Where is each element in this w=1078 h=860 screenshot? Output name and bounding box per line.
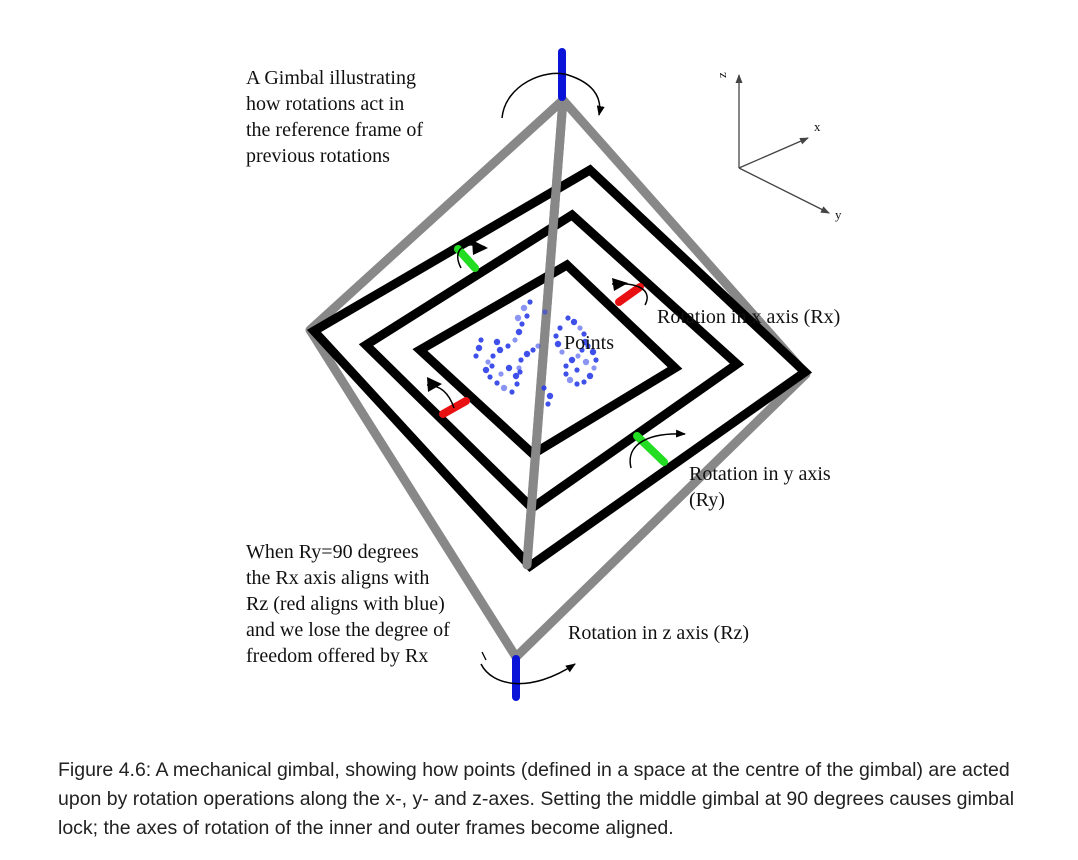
data-point bbox=[586, 372, 594, 380]
data-point bbox=[512, 372, 520, 380]
data-point bbox=[574, 381, 580, 387]
data-point bbox=[579, 347, 585, 353]
data-point bbox=[524, 313, 530, 319]
z-axis-label: z bbox=[714, 72, 729, 78]
x-axle-right bbox=[615, 283, 644, 306]
data-point bbox=[585, 343, 591, 349]
x-axis-line bbox=[738, 137, 809, 169]
data-point bbox=[535, 343, 541, 349]
data-point bbox=[582, 358, 590, 366]
ry-label-line: Rotation in y axis bbox=[689, 463, 831, 485]
data-point bbox=[591, 365, 597, 371]
y-axle-top bbox=[454, 245, 479, 272]
data-point bbox=[542, 309, 548, 315]
data-point bbox=[523, 350, 531, 358]
ry-bottom-arrow bbox=[629, 429, 686, 469]
lock-line: When Ry=90 degrees bbox=[246, 541, 419, 563]
data-point bbox=[489, 363, 495, 369]
data-point bbox=[473, 353, 479, 359]
lock-line: Rz (red aligns with blue) bbox=[246, 593, 445, 615]
data-point bbox=[554, 340, 562, 348]
data-point bbox=[505, 343, 511, 349]
data-point bbox=[485, 359, 491, 365]
data-point bbox=[581, 338, 589, 346]
data-point bbox=[515, 328, 523, 336]
data-point bbox=[545, 401, 551, 407]
data-point bbox=[490, 353, 496, 359]
intro-line: previous rotations bbox=[246, 145, 390, 167]
middle-gimbal-frames bbox=[306, 164, 813, 572]
data-point bbox=[557, 325, 563, 331]
lock-line: freedom offered by Rx bbox=[246, 645, 428, 667]
data-point bbox=[496, 346, 504, 354]
data-point bbox=[520, 304, 528, 312]
data-point bbox=[570, 318, 578, 326]
data-point bbox=[494, 380, 500, 386]
data-point bbox=[514, 381, 520, 387]
data-point bbox=[478, 337, 484, 343]
data-point bbox=[577, 325, 583, 331]
intro-line: the reference frame of bbox=[246, 119, 423, 141]
axes-reference bbox=[735, 74, 830, 214]
data-point bbox=[505, 364, 513, 372]
lock-line: the Rx axis aligns with bbox=[246, 567, 429, 589]
data-point bbox=[574, 367, 580, 373]
data-point bbox=[493, 338, 501, 346]
ry-top-arrowhead bbox=[472, 240, 488, 255]
rz-top-arrow bbox=[501, 72, 605, 119]
data-point bbox=[530, 347, 536, 353]
data-point bbox=[516, 365, 522, 371]
data-point bbox=[498, 371, 504, 377]
gimbal-lock-note: When Ry=90 degrees the Rx axis aligns wi… bbox=[246, 541, 455, 667]
lock-pointer-stroke bbox=[481, 651, 487, 661]
data-point bbox=[589, 348, 597, 356]
data-point bbox=[482, 366, 490, 374]
data-point bbox=[593, 357, 599, 363]
y-axis-line bbox=[738, 167, 830, 214]
outer-frame-strut bbox=[522, 95, 568, 570]
data-point bbox=[514, 314, 522, 322]
rx-label: Rotation in x axis (Rx) bbox=[657, 306, 840, 328]
data-point bbox=[519, 321, 525, 327]
data-point bbox=[487, 374, 493, 380]
data-point bbox=[475, 344, 483, 352]
data-point bbox=[517, 369, 523, 375]
data-point bbox=[563, 363, 569, 369]
data-point bbox=[500, 384, 508, 392]
y-axis-label: y bbox=[835, 207, 842, 222]
data-point bbox=[527, 299, 533, 305]
data-point bbox=[509, 389, 515, 395]
data-point bbox=[546, 392, 554, 400]
data-point bbox=[581, 379, 587, 385]
data-point bbox=[566, 376, 574, 384]
data-point bbox=[512, 337, 518, 343]
data-point bbox=[518, 357, 524, 363]
intro-line: how rotations act in bbox=[246, 93, 404, 115]
ry-label-line: (Ry) bbox=[689, 489, 725, 511]
points-label: Points bbox=[564, 332, 614, 354]
rx-left-arrowhead bbox=[427, 377, 442, 392]
data-point bbox=[553, 333, 559, 339]
data-point bbox=[575, 353, 581, 359]
data-point bbox=[581, 331, 587, 337]
data-point bbox=[565, 315, 571, 321]
lock-line: and we lose the degree of bbox=[246, 619, 450, 641]
y-axle-bottom bbox=[633, 432, 668, 466]
figure-caption: Figure 4.6: A mechanical gimbal, showing… bbox=[58, 759, 1015, 839]
ry-label: Rotation in y axis (Ry) bbox=[689, 463, 836, 511]
intro-text: A Gimbal illustrating how rotations act … bbox=[246, 67, 428, 167]
intro-line: A Gimbal illustrating bbox=[246, 67, 416, 89]
data-point bbox=[563, 371, 569, 377]
x-axis-label: x bbox=[814, 119, 821, 134]
data-point bbox=[568, 356, 576, 364]
data-point bbox=[541, 385, 547, 391]
rz-bottom-arrow bbox=[480, 663, 576, 685]
data-point bbox=[559, 349, 565, 355]
rx-right-arrowhead bbox=[612, 278, 628, 291]
rz-label: Rotation in z axis (Rz) bbox=[568, 622, 749, 644]
points-cloud bbox=[473, 299, 599, 407]
